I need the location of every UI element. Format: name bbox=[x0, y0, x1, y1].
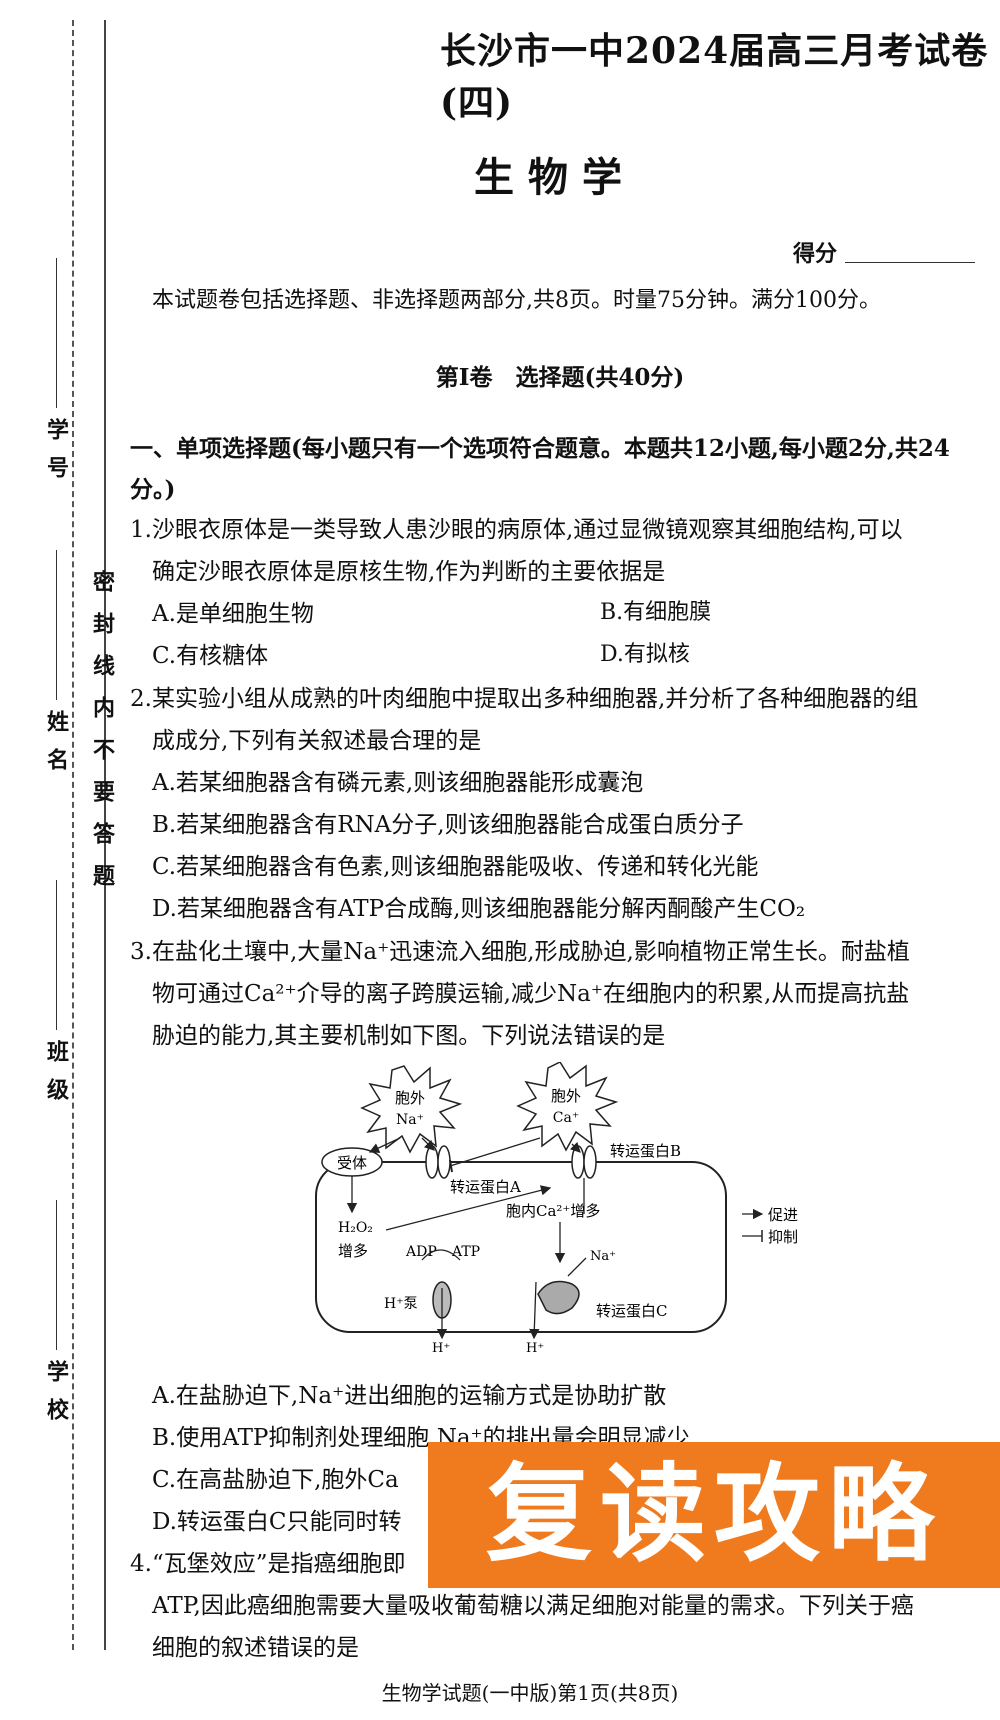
school-label: 学校 bbox=[43, 1360, 69, 1436]
q1-stem-line1: 1.沙眼衣原体是一类导致人患沙眼的病原体,通过显微镜观察其细胞结构,可以 bbox=[130, 517, 903, 543]
q1-option-c[interactable]: C.有核糖体 bbox=[152, 643, 269, 669]
name-rule bbox=[55, 550, 57, 700]
adp-label: ADP bbox=[405, 1244, 437, 1260]
na-in-label: Na⁺ bbox=[590, 1249, 616, 1264]
inhibit-bar bbox=[449, 1159, 453, 1173]
h2o2-to-ca-arrow bbox=[385, 1185, 552, 1231]
receptor-label: 受体 bbox=[337, 1154, 367, 1172]
class-field[interactable]: 班级 bbox=[40, 880, 72, 1116]
ca-inhibit-line bbox=[449, 1137, 541, 1167]
outer-ca-burst bbox=[516, 1062, 619, 1152]
q2-stem-line1: 2.某实验小组从成熟的叶肉细胞中提取出多种细胞器,并分析了各种细胞器的组 bbox=[130, 686, 919, 712]
q1-option-a[interactable]: A.是单细胞生物 bbox=[152, 601, 314, 627]
binding-solid-line bbox=[104, 20, 106, 1650]
name-label: 姓名 bbox=[43, 710, 69, 786]
protein-a-left bbox=[425, 1145, 439, 1179]
protein-b-right bbox=[583, 1145, 597, 1179]
school-rule bbox=[55, 1200, 57, 1350]
q3-option-c[interactable]: C.在高盐胁迫下,胞外Ca bbox=[152, 1467, 399, 1493]
h2o2-increase-label: 增多 bbox=[338, 1242, 368, 1260]
ca-to-protein-b-arrow bbox=[569, 1141, 581, 1153]
name-field[interactable]: 姓名 bbox=[40, 550, 72, 786]
atp-label: ATP bbox=[451, 1244, 480, 1260]
q3-option-d[interactable]: D.转运蛋白C只能同时转 bbox=[152, 1509, 402, 1535]
h-out-arrow-2 bbox=[529, 1281, 540, 1340]
protein-b-label: 转运蛋白B bbox=[610, 1142, 681, 1160]
protein-a-label: 转运蛋白A bbox=[450, 1178, 521, 1196]
q2-stem-line2: 成成分,下列有关叙述最合理的是 bbox=[152, 728, 482, 754]
subject-title: 生物学 bbox=[474, 154, 636, 201]
na-exit-line bbox=[567, 1257, 587, 1277]
q3-stem-line2: 物可通过Ca²⁺介导的离子跨膜运输,减少Na⁺在细胞内的积累,从而提高抗盐 bbox=[152, 981, 910, 1007]
legend-inhibit-label: 抑制 bbox=[768, 1228, 798, 1246]
q1-option-b[interactable]: B.有细胞膜 bbox=[600, 600, 712, 625]
h-ion-1: H⁺ bbox=[432, 1341, 450, 1352]
watermark-banner: 复读攻略 bbox=[428, 1442, 1000, 1588]
watermark-text: 复读攻略 bbox=[486, 1453, 942, 1576]
q4-stem-line3: 细胞的叙述错误的是 bbox=[152, 1635, 359, 1661]
score-blank[interactable] bbox=[845, 262, 975, 263]
ca-increase-label: 胞内Ca²⁺增多 bbox=[506, 1202, 600, 1220]
q4-stem-line2: ATP,因此癌细胞需要大量吸收葡萄糖以满足细胞对能量的需求。下列关于癌 bbox=[152, 1593, 914, 1619]
na-to-receptor-arrow bbox=[368, 1137, 401, 1153]
intro-text: 本试题卷包括选择题、非选择题两部分,共8页。时量75分钟。满分100分。 bbox=[152, 288, 881, 313]
class-rule bbox=[55, 880, 57, 1030]
school-field[interactable]: 学校 bbox=[40, 1200, 72, 1436]
student-id-rule bbox=[55, 258, 57, 408]
binding-notice: 密封线内不要答题 bbox=[89, 570, 115, 906]
outer-na-label: 胞外 bbox=[395, 1089, 425, 1107]
protein-c-shape bbox=[537, 1280, 580, 1315]
outer-ca-ion: Ca⁺ bbox=[553, 1110, 579, 1126]
binding-dashed-line bbox=[72, 20, 74, 1650]
q3-stem-line3: 胁迫的能力,其主要机制如下图。下列说法错误的是 bbox=[152, 1023, 666, 1049]
q3-stem-line1: 3.在盐化土壤中,大量Na⁺迅速流入细胞,形成胁迫,影响植物正常生长。耐盐植 bbox=[130, 939, 910, 965]
q2-option-c[interactable]: C.若某细胞器含有色素,则该细胞器能吸收、传递和转化光能 bbox=[152, 854, 759, 880]
q2-option-d[interactable]: D.若某细胞器含有ATP合成酶,则该细胞器能分解丙酮酸产生CO₂ bbox=[152, 896, 806, 922]
q2-option-b[interactable]: B.若某细胞器含有RNA分子,则该细胞器能合成蛋白质分子 bbox=[152, 812, 744, 838]
na-to-protein-a-arrow bbox=[421, 1137, 435, 1151]
q1-option-d[interactable]: D.有拟核 bbox=[600, 642, 690, 667]
protein-a-right bbox=[437, 1145, 451, 1179]
section-title: 一、单项选择题(每小题只有一个选项符合题意。本题共12小题,每小题2分,共24分… bbox=[130, 435, 950, 503]
cell-membrane bbox=[315, 1161, 727, 1333]
class-label: 班级 bbox=[43, 1040, 69, 1116]
atp-cycle-arc bbox=[421, 1249, 461, 1261]
q3-option-a[interactable]: A.在盐胁迫下,Na⁺进出细胞的运输方式是协助扩散 bbox=[152, 1383, 667, 1409]
exam-title: 长沙市一中2024届高三月考试卷(四) bbox=[440, 30, 989, 124]
h-ion-2: H⁺ bbox=[526, 1341, 544, 1352]
h2o2-label: H₂O₂ bbox=[338, 1220, 373, 1236]
score-label: 得分 bbox=[793, 241, 838, 267]
ion-transport-diagram: 胞外 Na⁺ 胞外 Ca⁺ 受体 转运蛋白A 转运蛋白B 胞内Ca²⁺增多 H₂… bbox=[315, 1062, 798, 1352]
outer-ca-label: 胞外 bbox=[551, 1087, 581, 1105]
q2-option-a[interactable]: A.若某细胞器含有磷元素,则该细胞器能形成囊泡 bbox=[152, 770, 644, 796]
page-footer: 生物学试题(一中版)第1页(共8页) bbox=[381, 1681, 679, 1705]
outer-na-ion: Na⁺ bbox=[396, 1112, 424, 1128]
protein-c-label: 转运蛋白C bbox=[596, 1302, 667, 1320]
q1-stem-line2: 确定沙眼衣原体是原核生物,作为判断的主要依据是 bbox=[152, 559, 666, 585]
student-id-label: 学号 bbox=[43, 418, 69, 494]
h-pump-label: H⁺泵 bbox=[384, 1296, 418, 1312]
legend-promote-label: 促进 bbox=[768, 1206, 798, 1224]
student-id-field[interactable]: 学号 bbox=[40, 258, 72, 494]
outer-na-burst bbox=[360, 1065, 463, 1154]
q4-stem-line1: 4.“瓦堡效应”是指癌细胞即 bbox=[130, 1551, 406, 1577]
part-title: 第Ⅰ卷 选择题(共40分) bbox=[435, 364, 685, 391]
